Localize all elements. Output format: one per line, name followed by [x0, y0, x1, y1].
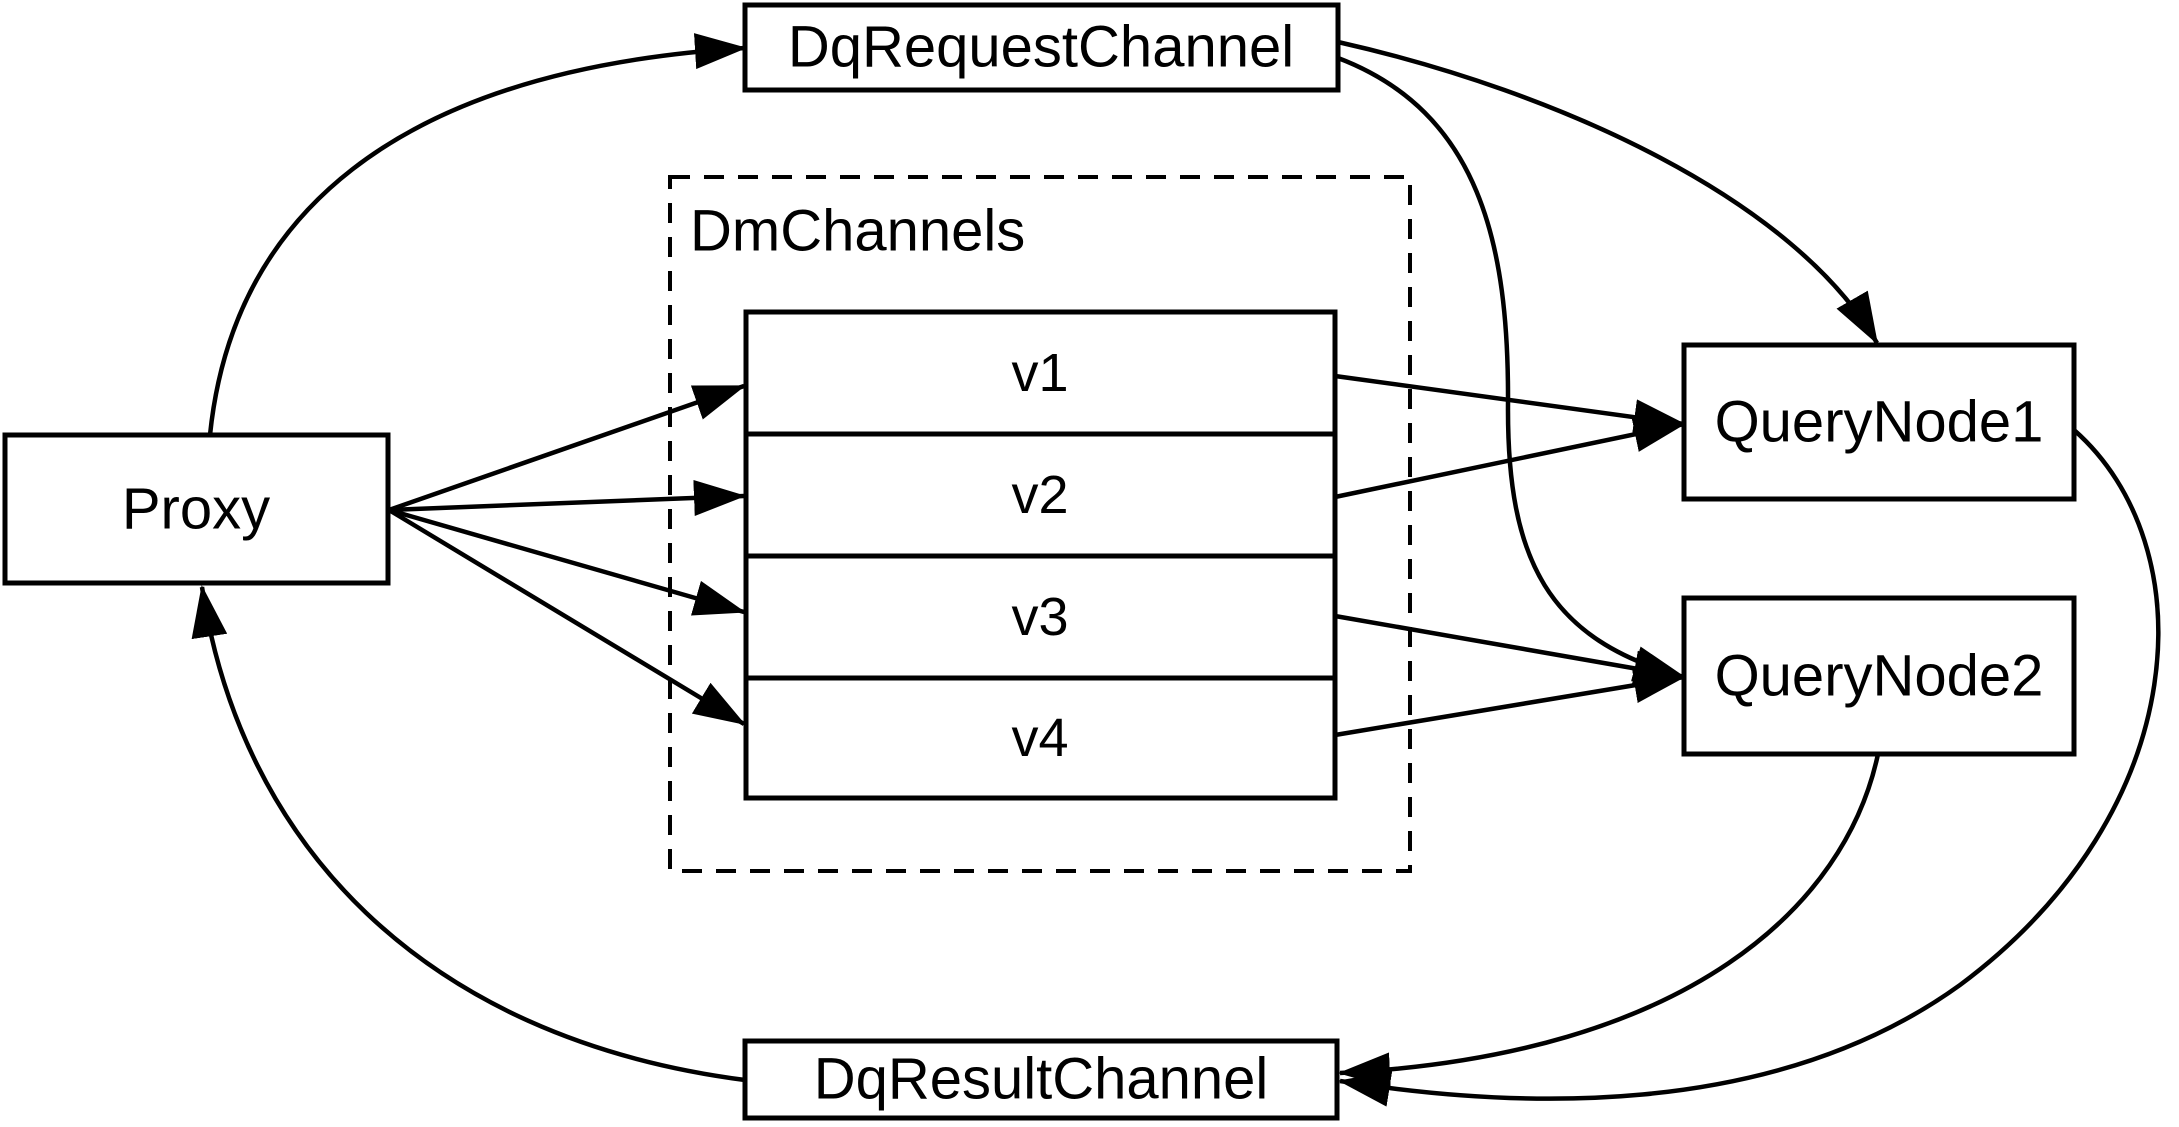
querynode2-node — [1681, 595, 2077, 757]
channel-v2-label: v2 — [1011, 465, 1068, 525]
querynode1-node — [1681, 342, 2077, 502]
edge-v4-to-querynode2 — [1334, 667, 1686, 738]
edge-dqrequestchannel-to-querynode1 — [1337, 39, 1879, 345]
edge-proxy-to-v4 — [387, 508, 746, 726]
edge-dqresultchannel-to-proxy — [191, 585, 746, 1083]
dqresultchannel-label: DqResultChannel — [814, 1047, 1269, 1112]
edge-querynode1-to-dqresultchannel — [1338, 428, 2161, 1107]
proxy-label: Proxy — [122, 477, 270, 542]
dqrequestchannel-label: DqRequestChannel — [788, 15, 1294, 80]
channel-v4-label: v4 — [1011, 708, 1068, 768]
edge-dqrequestchannel-to-querynode2 — [1337, 55, 1686, 682]
edge-proxy-to-v2 — [388, 479, 746, 516]
edge-v3-to-querynode2 — [1334, 613, 1686, 687]
dqresultchannel-node — [742, 1038, 1340, 1121]
edge-querynode2-to-dqresultchannel — [1338, 753, 1881, 1089]
querynode1-label: QueryNode1 — [1715, 390, 2044, 455]
edge-proxy-to-v3 — [388, 507, 746, 616]
dmchannels-group-label: DmChannels — [690, 199, 1025, 264]
querynode2-label: QueryNode2 — [1715, 644, 2044, 709]
edge-proxy-to-dqrequestchannel — [207, 33, 747, 436]
dmchannels-group-box — [668, 175, 1412, 873]
dqrequestchannel-node — [742, 2, 1341, 93]
channel-v1-label: v1 — [1011, 343, 1068, 403]
edge-proxy-to-v1 — [388, 383, 746, 513]
proxy-node — [2, 432, 391, 586]
channel-v3-label: v3 — [1011, 587, 1068, 647]
